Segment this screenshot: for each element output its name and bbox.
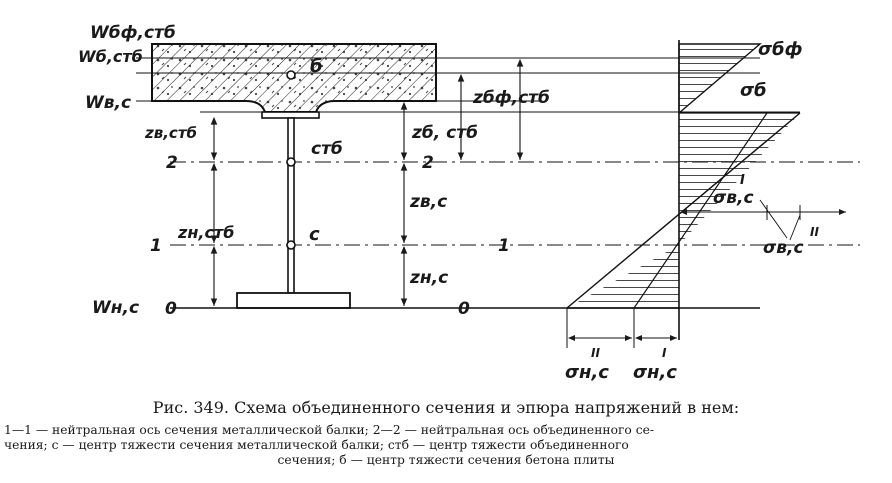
composite-centroid-point bbox=[286, 157, 296, 167]
caption-line-1: 1—1 — нейтральная ось сечения металличес… bbox=[4, 423, 655, 437]
label-z-b-stb: zб, стб bbox=[411, 123, 478, 143]
label-w-bf-stb: Wбф,стб bbox=[90, 23, 176, 43]
figure-caption-body: 1—1 — нейтральная ось сечения металличес… bbox=[4, 423, 888, 468]
label-sigma-vc-II: σв,с bbox=[763, 238, 804, 258]
label-sigma-nc-II: σн,с bbox=[565, 362, 609, 383]
label-z-bf-stb: zбф,стб bbox=[472, 88, 550, 108]
concrete-centroid-point bbox=[286, 70, 296, 80]
label-axis-0-right: 0 bbox=[458, 299, 470, 319]
label-point-stb: стб bbox=[311, 139, 343, 159]
label-axis-0-left: 0 bbox=[165, 299, 177, 319]
centroid-points bbox=[286, 70, 296, 250]
label-sigma-vc-I: σв,с bbox=[713, 188, 754, 208]
label-sigma-vc-II-sup: II bbox=[810, 225, 819, 239]
dimension-lines bbox=[210, 58, 524, 306]
label-point-b: б bbox=[310, 56, 323, 77]
figure-caption-title: Рис. 349. Схема объединенного сечения и … bbox=[152, 398, 740, 417]
label-sigma-b: σб bbox=[740, 80, 767, 101]
caption-line-2: чения; с — центр тяжести сечения металли… bbox=[4, 438, 629, 452]
label-axis-1-right: 1 bbox=[498, 236, 510, 256]
label-sigma-nc-I: σн,с bbox=[633, 362, 677, 383]
label-point-c: с bbox=[309, 224, 320, 245]
label-sigma-nc-I-sup: I bbox=[662, 346, 667, 360]
stress-diagram bbox=[566, 40, 846, 348]
label-z-v-c: zв,с bbox=[409, 192, 447, 212]
composite-section-diagram: Wбф,стб Wб,стб Wв,с Wн,с zв,стб zн,стб 2… bbox=[78, 23, 860, 383]
label-w-v-c: Wв,с bbox=[85, 93, 131, 113]
steel-beam bbox=[236, 111, 351, 309]
label-axis-2-left: 2 bbox=[166, 153, 178, 173]
label-sigma-nc-II-sup: II bbox=[591, 346, 600, 360]
label-axis-1-left: 1 bbox=[150, 236, 162, 256]
label-w-n-c: Wн,с bbox=[92, 298, 139, 318]
label-sigma-bf: σбф bbox=[758, 39, 802, 60]
steel-centroid-point bbox=[286, 240, 296, 250]
label-z-n-c: zн,с bbox=[409, 268, 448, 288]
label-z-v-stb: zв,стб bbox=[144, 124, 197, 142]
label-sigma-vc-I-sup: I bbox=[740, 173, 745, 188]
caption-line-3: сечения; б — центр тяжести сечения бетон… bbox=[277, 453, 615, 467]
label-z-n-stb: zн,стб bbox=[177, 223, 234, 242]
label-axis-2-right: 2 bbox=[422, 153, 434, 173]
label-w-b-stb: Wб,стб bbox=[78, 47, 143, 66]
